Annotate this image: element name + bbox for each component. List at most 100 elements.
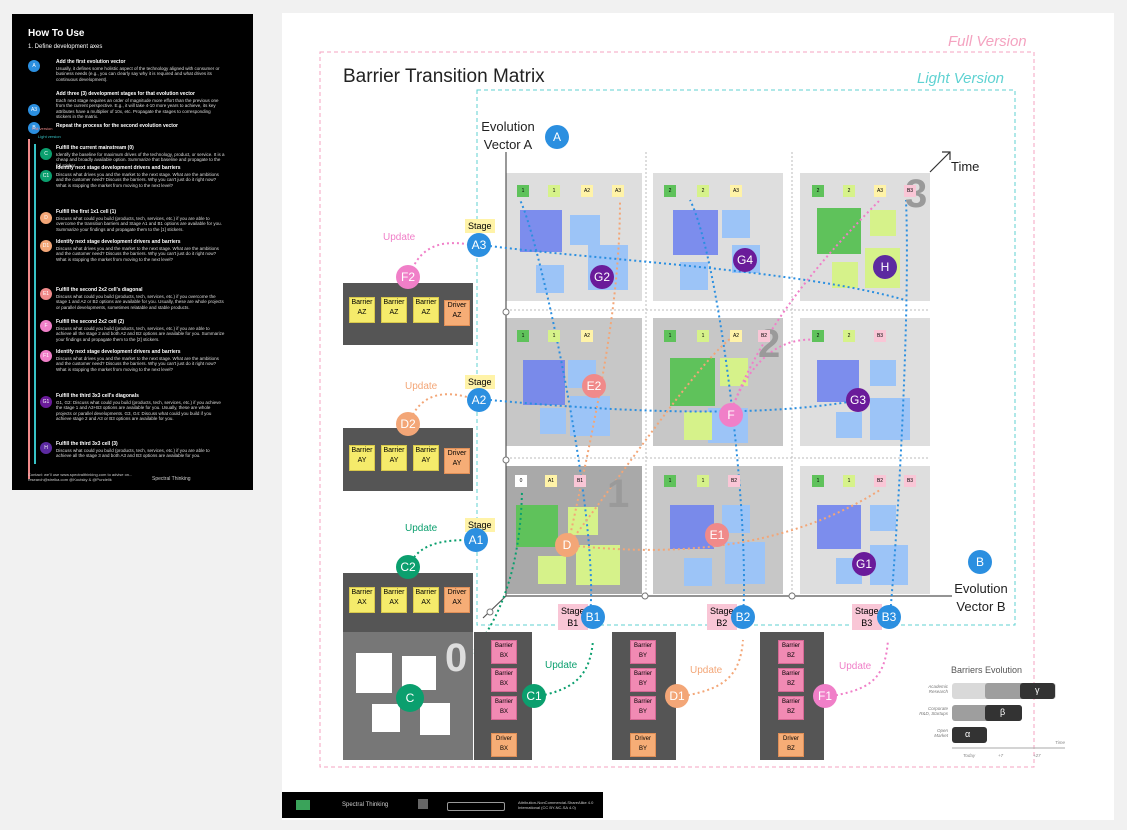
greek-gamma: γ	[1035, 685, 1040, 695]
mini-b1: B1	[574, 475, 586, 487]
update-label-d1: Update	[690, 665, 723, 676]
node-a2[interactable]: A2	[467, 388, 491, 412]
barrier-bz-2: Barrier BZ	[778, 668, 804, 692]
howto-item-2: Add three (3) development stages for tha…	[56, 91, 219, 119]
axis-time: Time	[1055, 740, 1065, 745]
footer-license: Attribution-NonCommercial-ShareAlike 4.0…	[518, 800, 594, 810]
a-icon: A	[28, 60, 40, 72]
node-g4[interactable]: G4	[733, 248, 757, 272]
full-version-frame	[319, 51, 1035, 768]
logo-icon	[296, 800, 310, 810]
time-arrow	[929, 151, 951, 173]
mini-1j: 1	[843, 475, 855, 487]
barrier-az-3: Barrier AZ	[413, 297, 439, 323]
node-c2[interactable]: C2	[396, 555, 420, 579]
node-b[interactable]: B	[968, 550, 992, 574]
barrier-bx-2: Barrier BX	[491, 668, 517, 692]
mini-2e: 2	[812, 330, 824, 342]
node-d1[interactable]: D1	[665, 684, 689, 708]
mini-a3: A3	[612, 185, 624, 197]
barrier-ax-3: Barrier AX	[413, 587, 439, 613]
driver-bx: Driver BX	[491, 733, 517, 757]
node-c1[interactable]: C1	[522, 684, 546, 708]
node-g2[interactable]: G2	[590, 265, 614, 289]
node-a[interactable]: A	[545, 125, 569, 149]
node-g1[interactable]: G1	[852, 552, 876, 576]
b-icon: B	[28, 122, 40, 134]
howto-item-9: Fulfill the second 2x2 cell (2)Discuss w…	[56, 319, 225, 342]
mini-1h: 1	[697, 475, 709, 487]
howto-item-5: Identify next stage development drivers …	[56, 165, 219, 188]
node-g3[interactable]: G3	[846, 388, 870, 412]
howto-light-version: Light version	[38, 134, 61, 139]
driver-ay: Driver AY	[444, 448, 470, 474]
barriers-row-market: Open Market	[934, 728, 948, 738]
driver-ax: Driver AX	[444, 587, 470, 613]
mini-1b: 1	[548, 185, 560, 197]
node-f1[interactable]: F1	[813, 684, 837, 708]
barriers-row-corporate: Corporate R&D, Startups	[919, 706, 948, 716]
update-label-f2: Update	[383, 232, 416, 243]
diagram-title: Barrier Transition Matrix	[343, 66, 545, 87]
e1-icon: E1	[40, 288, 52, 300]
vector-a-label: Evolution Vector A	[481, 119, 535, 152]
barriers-evolution-title: Barriers Evolution	[951, 665, 1023, 675]
mini-1: 1	[517, 185, 529, 197]
mini-1c: 1	[517, 330, 529, 342]
cell-sticky-notes	[516, 208, 910, 586]
node-e2[interactable]: E2	[582, 374, 606, 398]
howto-item-4: Fulfill the current mainstream (0)Identi…	[56, 145, 225, 168]
update-label-c2: Update	[405, 523, 438, 534]
driver-by: Driver BY	[630, 733, 656, 757]
cell-number-two: 2	[758, 322, 781, 366]
c-icon: C	[40, 148, 52, 160]
how-to-use-panel: How To Use 1. Define development axes A …	[12, 14, 253, 490]
barrier-az-1: Barrier AZ	[349, 297, 375, 323]
light-version-line	[34, 144, 36, 464]
node-f[interactable]: F	[719, 403, 743, 427]
cell-number-three: 3	[905, 172, 928, 216]
howto-item-12: Fulfill the third 3x3 cell (3)Discuss wh…	[56, 441, 210, 458]
howto-title: How To Use	[28, 28, 85, 39]
node-b1[interactable]: B1	[581, 605, 605, 629]
barrier-az-2: Barrier AZ	[381, 297, 407, 323]
barrier-ax-1: Barrier AX	[349, 587, 375, 613]
d1-icon: D1	[40, 240, 52, 252]
update-label-f1: Update	[839, 661, 872, 672]
footer-brand: Spectral Thinking	[342, 802, 389, 808]
f-icon: F	[40, 320, 52, 332]
mini-2c: 2	[812, 185, 824, 197]
node-e1[interactable]: E1	[705, 523, 729, 547]
c1-icon: C1	[40, 170, 52, 182]
node-f2[interactable]: F2	[396, 265, 420, 289]
barrier-ay-1: Barrier AY	[349, 445, 375, 471]
mini-b3: B3	[904, 185, 916, 197]
node-c[interactable]: C	[396, 684, 424, 712]
mini-2f: 2	[843, 330, 855, 342]
node-h[interactable]: H	[873, 255, 897, 279]
node-a1[interactable]: A1	[464, 528, 488, 552]
brand-icon	[418, 799, 428, 809]
node-b3[interactable]: B3	[877, 605, 901, 629]
cell-number-zero: 0	[445, 636, 468, 680]
h-icon: H	[40, 442, 52, 454]
howto-footer: Contact: we'll use www.spectralthinking.…	[28, 472, 133, 482]
node-d2[interactable]: D2	[396, 412, 420, 436]
mini-1e: 1	[664, 330, 676, 342]
node-a3[interactable]: A3	[467, 233, 491, 257]
howto-full-version: Full version	[32, 126, 53, 131]
update-label-c1: Update	[545, 660, 578, 671]
mini-1g: 1	[664, 475, 676, 487]
node-b2[interactable]: B2	[731, 605, 755, 629]
stage-a2-label: Stage	[465, 375, 495, 389]
mini-a2: A2	[581, 185, 593, 197]
barriers-evolution-chart	[952, 683, 1065, 749]
barrier-by-3: Barrier BY	[630, 696, 656, 720]
node-d[interactable]: D	[555, 533, 579, 557]
light-version-frame	[476, 89, 1016, 626]
barrier-ax-2: Barrier AX	[381, 587, 407, 613]
a3-icon: A3	[28, 104, 40, 116]
mini-a3c: A3	[874, 185, 886, 197]
